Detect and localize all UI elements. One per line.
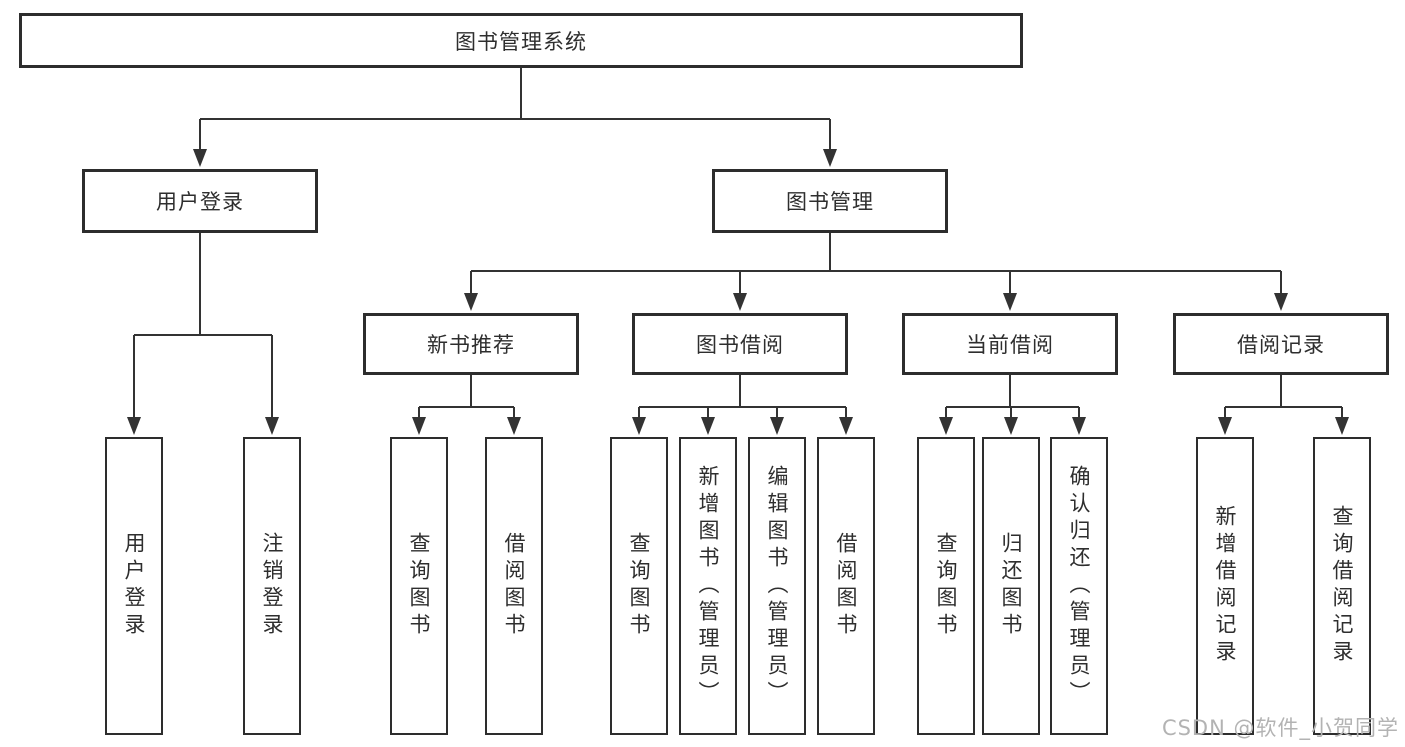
node-label: 新书推荐	[427, 333, 515, 357]
leaf-query-books-current: 查询图书	[917, 437, 975, 735]
leaf-return-books: 归还图书	[982, 437, 1040, 735]
node-label: 图书借阅	[696, 333, 784, 357]
leaf-user-login: 用户登录	[105, 437, 163, 735]
leaf-add-book-admin: 新增图书（管理员）	[679, 437, 737, 735]
node-new-book-recommend: 新书推荐	[363, 313, 579, 375]
leaf-add-borrow-record: 新增借阅记录	[1196, 437, 1254, 735]
node-user-login: 用户登录	[82, 169, 318, 233]
node-label: 当前借阅	[966, 333, 1054, 357]
node-borrowing-records: 借阅记录	[1173, 313, 1389, 375]
leaf-confirm-return-admin: 确认归还（管理员）	[1050, 437, 1108, 735]
leaf-borrow-books: 借阅图书	[817, 437, 875, 735]
leaf-label: 查询图书	[934, 532, 958, 640]
leaf-query-books-recommend: 查询图书	[390, 437, 448, 735]
leaf-label: 查询图书	[407, 532, 431, 640]
node-label: 图书管理	[786, 190, 874, 214]
leaf-label: 查询借阅记录	[1330, 505, 1354, 667]
node-label: 用户登录	[156, 190, 244, 214]
leaf-query-books-borrowing: 查询图书	[610, 437, 668, 735]
leaf-label: 借阅图书	[834, 532, 858, 640]
leaf-label: 新增图书（管理员）	[696, 464, 720, 708]
leaf-label: 编辑图书（管理员）	[765, 464, 789, 708]
node-current-borrowing: 当前借阅	[902, 313, 1118, 375]
leaf-label: 确认归还（管理员）	[1067, 464, 1091, 708]
leaf-borrow-books-recommend: 借阅图书	[485, 437, 543, 735]
csdn-watermark: CSDN @软件_小贺同学	[1161, 716, 1399, 740]
leaf-label: 用户登录	[122, 532, 146, 640]
node-library-management-system: 图书管理系统	[19, 13, 1023, 68]
leaf-label: 归还图书	[999, 532, 1023, 640]
leaf-query-borrow-record: 查询借阅记录	[1313, 437, 1371, 735]
node-book-management: 图书管理	[712, 169, 948, 233]
node-label: 借阅记录	[1237, 333, 1325, 357]
node-label: 图书管理系统	[455, 29, 587, 54]
node-book-borrowing: 图书借阅	[632, 313, 848, 375]
leaf-label: 注销登录	[260, 532, 284, 640]
leaf-logout: 注销登录	[243, 437, 301, 735]
leaf-edit-book-admin: 编辑图书（管理员）	[748, 437, 806, 735]
leaf-label: 借阅图书	[502, 532, 526, 640]
leaf-label: 查询图书	[627, 532, 651, 640]
leaf-label: 新增借阅记录	[1213, 505, 1237, 667]
